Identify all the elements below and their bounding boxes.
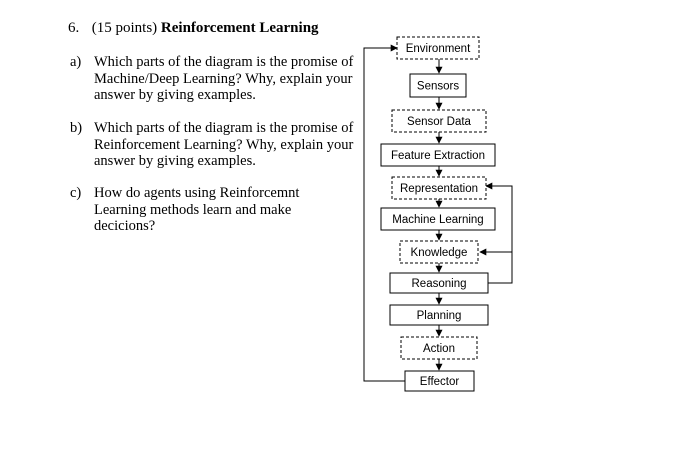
box-label: Representation <box>400 183 478 195</box>
subquestion-text: How do agents using Reinforcemnt Learnin… <box>94 185 300 234</box>
subquestion-letter: a) <box>70 54 82 70</box>
box-label: Action <box>423 343 455 355</box>
box-planning: Planning <box>389 304 489 326</box>
box-action: Action <box>400 336 478 360</box>
subquestion-text: Which parts of the diagram is the promis… <box>94 120 354 169</box>
box-knowledge: Knowledge <box>399 240 479 264</box>
box-sensor-data: Sensor Data <box>391 109 487 133</box>
box-label: Sensor Data <box>407 116 472 128</box>
box-machine-learning: Machine Learning <box>380 207 496 231</box>
box-frame <box>389 272 489 294</box>
box-sensors: Sensors <box>409 73 467 98</box>
question-number: 6. <box>68 20 80 36</box>
box-frame <box>399 240 479 264</box>
box-effector: Effector <box>404 370 475 392</box>
box-frame <box>380 207 496 231</box>
question-points: (15 points) <box>91 20 158 36</box>
box-label: Feature Extraction <box>391 150 485 162</box>
box-frame <box>409 73 467 98</box>
box-frame <box>391 176 487 200</box>
subquestion-letter: c) <box>70 185 82 201</box>
feedback-arrow-effector-to-environment <box>363 44 405 382</box>
subquestion-c: c) How do agents using Reinforcemnt Lear… <box>70 185 355 235</box>
box-feature-extraction: Feature Extraction <box>380 143 496 167</box>
box-label: Planning <box>417 310 462 322</box>
box-label: Reasoning <box>412 278 467 290</box>
subquestion-b: b) Which parts of the diagram is the pro… <box>70 120 355 170</box>
subquestion-letter: b) <box>70 120 83 136</box>
subquestion-a: a) Which parts of the diagram is the pro… <box>70 54 355 104</box>
box-label: Knowledge <box>411 247 468 259</box>
box-label: Environment <box>406 43 471 55</box>
box-frame <box>404 370 475 392</box>
box-frame <box>380 143 496 167</box>
box-frame <box>391 109 487 133</box>
box-label: Sensors <box>417 81 459 93</box>
box-frame <box>400 336 478 360</box>
question-title: Reinforcement Learning <box>160 20 319 36</box>
box-environment: Environment <box>396 36 480 60</box>
box-frame <box>389 304 489 326</box>
subquestion-text: Which parts of the diagram is the promis… <box>94 54 354 103</box>
question-header: 6. (15 points) Reinforcement Learning <box>68 19 319 37</box>
box-label: Effector <box>420 376 460 388</box>
box-representation: Representation <box>391 176 487 200</box>
box-label: Machine Learning <box>392 214 483 226</box>
box-reasoning: Reasoning <box>389 272 489 294</box>
feedback-arrow-reasoning-to-representation <box>485 182 513 284</box>
box-frame <box>396 36 480 60</box>
